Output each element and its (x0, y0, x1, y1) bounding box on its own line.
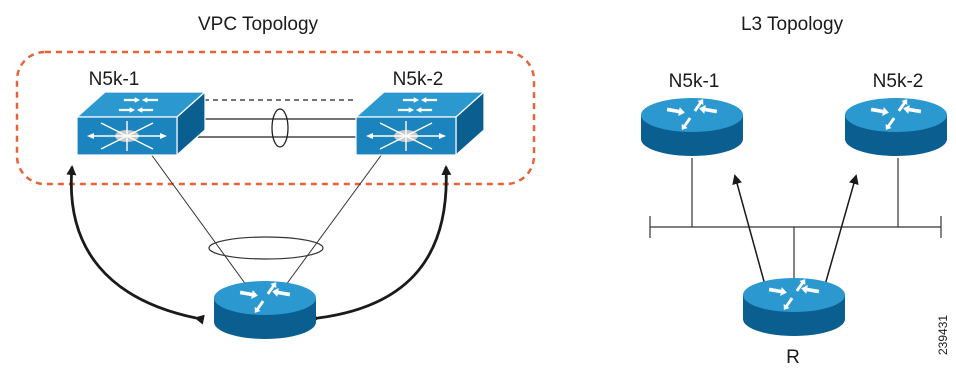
switch-n5k-2-label: N5k-2 (393, 69, 444, 90)
port-channel-oval (271, 108, 289, 148)
vpc-domain-boundary (15, 50, 536, 186)
vpc-uplinks (147, 149, 386, 294)
vpc-member-oval (208, 236, 324, 260)
l3-right-arrow (824, 174, 859, 286)
vpc-title: VPC Topology (198, 14, 319, 35)
vpc-topology: VPC Topology (15, 14, 536, 339)
l3-topology: L3 Topology N5k-1 N5k-2 (641, 14, 947, 368)
router-r-label: R (786, 347, 800, 368)
left-curved-arrow (66, 165, 205, 325)
switch-n5k-1-icon (75, 90, 207, 157)
router-n5k-2-label: N5k-2 (873, 71, 924, 92)
right-curved-arrow (309, 165, 452, 324)
l3-left-arrow (732, 174, 766, 286)
router-r-icon (743, 277, 845, 336)
peer-link (177, 99, 356, 148)
router-n5k-1-label: N5k-1 (669, 71, 720, 92)
router-vpc-access-icon (214, 280, 316, 339)
switch-n5k-1-label: N5k-1 (89, 69, 140, 90)
router-n5k-1-icon (641, 97, 743, 156)
l3-title: L3 Topology (741, 14, 844, 35)
router-n5k-2-icon (845, 97, 947, 156)
switch-n5k-2-icon (354, 90, 486, 157)
figure-id: 239431 (936, 315, 950, 355)
